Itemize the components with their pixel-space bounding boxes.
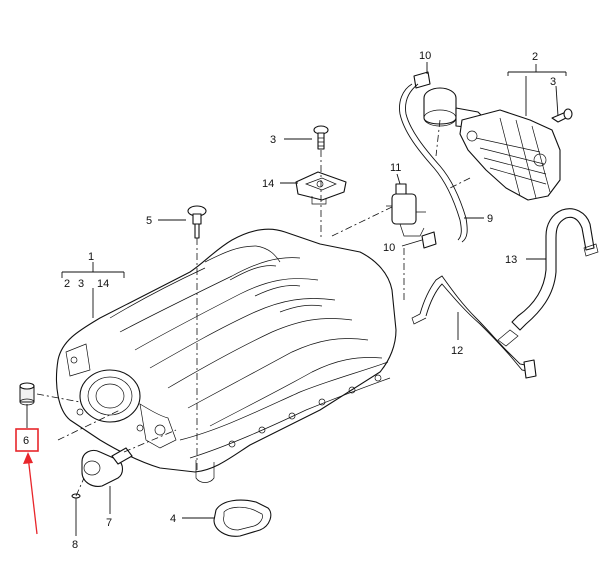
callout-10-upper: 10 — [419, 50, 431, 62]
hose-part-9 — [399, 83, 468, 243]
screw-part-8 — [71, 493, 81, 514]
callout-13: 13 — [505, 254, 517, 266]
bolt-part-5 — [187, 205, 207, 239]
callout-6: 6 — [23, 435, 29, 447]
callout-3: 3 — [270, 134, 276, 146]
callout-5: 5 — [146, 215, 152, 227]
highlight-callout-6 — [15, 428, 39, 535]
callout-4: 4 — [170, 513, 176, 525]
hose-part-13 — [497, 208, 599, 347]
highlight-box — [15, 428, 39, 452]
leader-lines — [26, 62, 567, 536]
callout-2-sub-3: 3 — [550, 76, 556, 88]
callout-labels: 1 2 3 14 2 3 3 3 4 5 6 7 8 9 10 10 11 12… — [23, 50, 556, 551]
callout-1-sub-3: 3 — [78, 278, 84, 290]
callout-12: 12 — [451, 345, 463, 357]
callout-2: 2 — [532, 51, 538, 63]
highlight-arrow-head — [23, 452, 33, 464]
sensor-part-7 — [81, 447, 133, 487]
bolt-part-3-right — [551, 108, 573, 123]
callout-9: 9 — [487, 213, 493, 225]
valve-part-11 — [386, 183, 426, 237]
callout-14: 14 — [262, 178, 274, 190]
bolt-part-3-upper — [313, 125, 329, 150]
callout-1: 1 — [88, 251, 94, 263]
callout-10-lower: 10 — [383, 242, 395, 254]
callout-1-sub-14: 14 — [97, 278, 109, 290]
intake-manifold — [55, 228, 397, 483]
actuator-part-2 — [423, 87, 561, 201]
pipe-part-12 — [411, 275, 537, 379]
gasket-part-4 — [213, 499, 272, 537]
plug-part-6 — [19, 382, 35, 406]
assembly-lines — [36, 119, 471, 497]
callout-11: 11 — [390, 162, 401, 174]
callout-7: 7 — [106, 517, 112, 529]
highlight-arrow-shaft — [27, 455, 38, 535]
connector-part-10-lower — [421, 231, 437, 249]
callout-1-sub-2: 2 — [64, 278, 70, 290]
callout-8: 8 — [72, 539, 78, 551]
